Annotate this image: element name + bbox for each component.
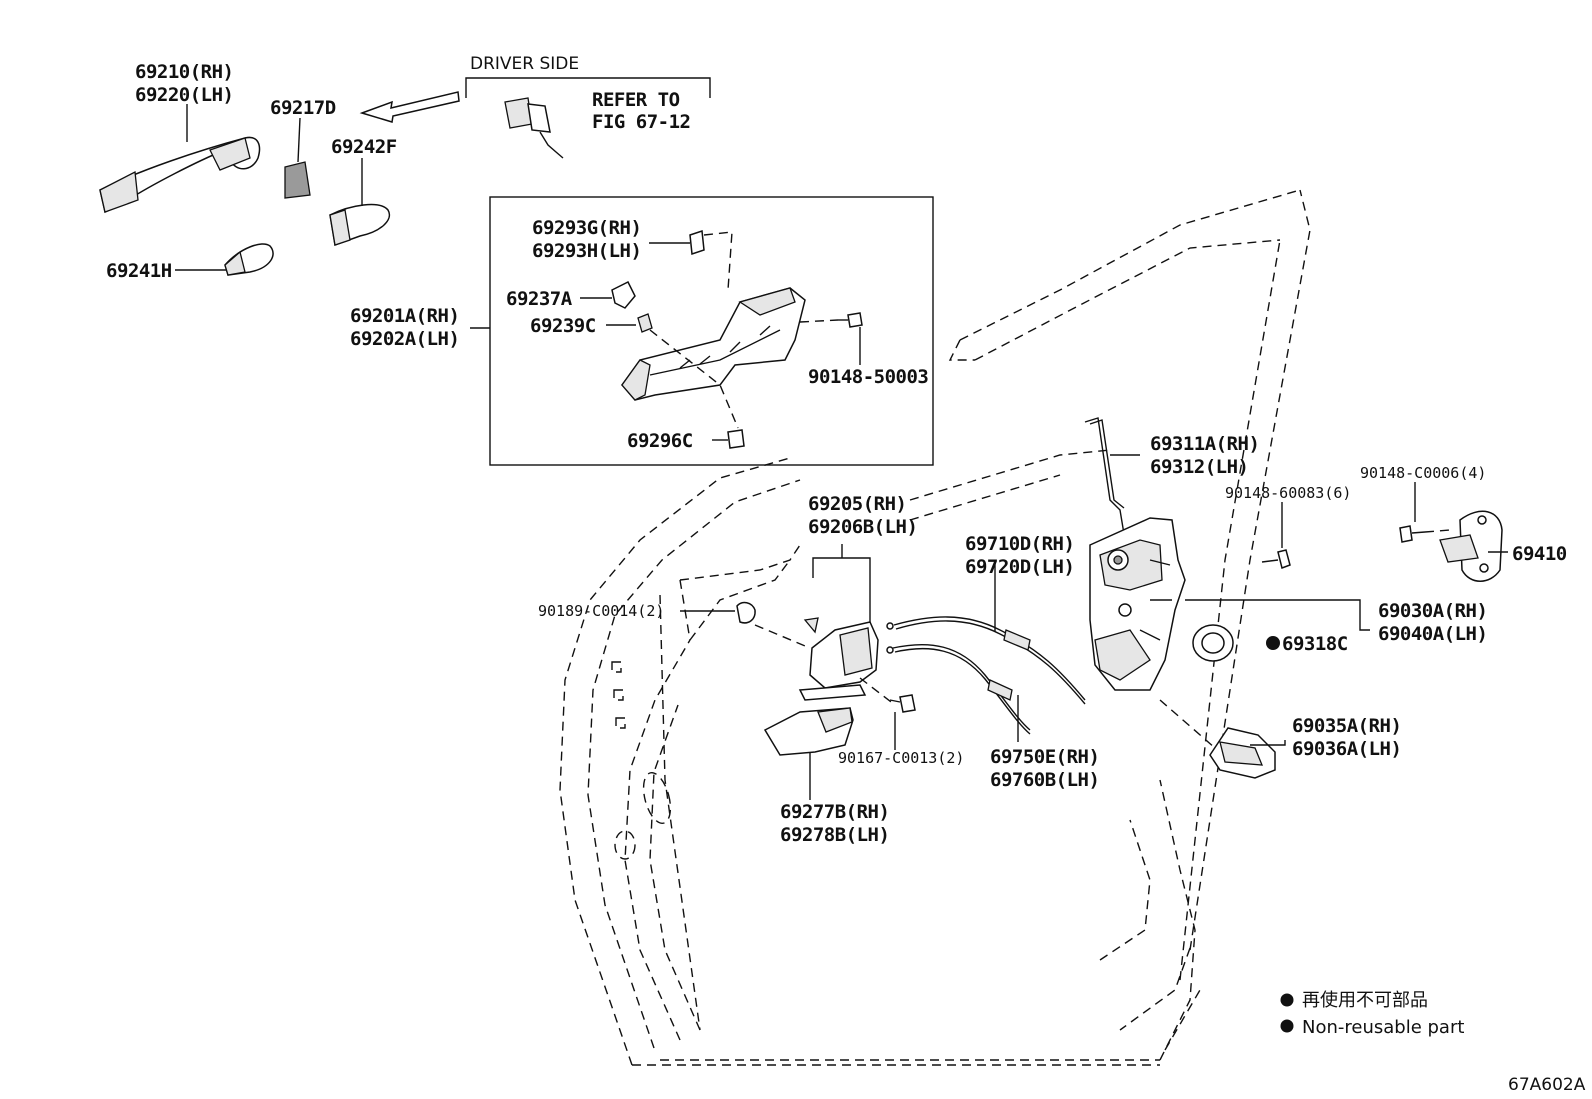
frame-detail-box: [489, 196, 934, 466]
label-90148-60083: 90148-60083(6): [1225, 484, 1351, 502]
label-69750e: 69750E(RH): [990, 746, 1099, 768]
screw-90148-60083: [1261, 549, 1291, 569]
label-69312: 69312(LH): [1150, 456, 1248, 478]
label-69293g: 69293G(RH): [532, 217, 641, 239]
handle-frame: [621, 287, 806, 401]
grommet-90189: [736, 601, 811, 649]
label-69237a: 69237A: [506, 288, 573, 310]
legend-jp: 再使用不可部品: [1302, 990, 1428, 1011]
legend-dot-2: [1280, 1019, 1294, 1033]
legend-dot-1: [1280, 993, 1294, 1007]
label-69030a: 69030A(RH): [1378, 600, 1487, 622]
label-69220: 69220(LH): [135, 84, 233, 106]
label-69242f: 69242F: [331, 136, 397, 158]
label-69205: 69205(RH): [808, 493, 906, 515]
label-69036a: 69036A(LH): [1292, 738, 1401, 760]
nut-69239c: [637, 313, 739, 429]
label-69760b: 69760B(LH): [990, 769, 1099, 791]
label-69206b: 69206B(LH): [808, 516, 917, 538]
label-69202a: 69202A(LH): [350, 328, 459, 350]
cable-69750e: [886, 643, 1031, 735]
lock-rod-69311a: [1084, 417, 1126, 541]
label-69278b: 69278B(LH): [780, 824, 889, 846]
screw-90148-c0006: [1399, 525, 1451, 543]
cover-69035a: [1159, 699, 1276, 779]
legend: 再使用不可部品 Non-reusable part: [1280, 990, 1464, 1038]
screw-90167: [889, 694, 916, 713]
label-driver-side: DRIVER SIDE: [470, 54, 579, 74]
bolt-90148-50003: [799, 312, 863, 328]
pad-69242f: [329, 203, 391, 247]
label-fig-ref: FIG 67-12: [592, 111, 690, 133]
label-69239c: 69239C: [530, 315, 596, 337]
outer-handle: [99, 136, 261, 214]
pad-69241h: [224, 243, 274, 276]
label-69318c: 69318C: [1282, 633, 1348, 655]
label-refer-to: REFER TO: [592, 89, 680, 111]
leader-69030a: [1185, 599, 1370, 631]
non-reusable-dot: [1266, 636, 1280, 650]
label-69201a: 69201A(RH): [350, 305, 459, 327]
handle-cap-69217d: [284, 161, 311, 199]
driver-side-ref: [359, 77, 711, 159]
label-69210: 69210(RH): [135, 61, 233, 83]
label-90148-50003: 90148-50003: [808, 366, 928, 388]
bracket-69205: [812, 557, 871, 632]
clip-69293: [689, 229, 733, 291]
striker-69410: [1439, 510, 1503, 582]
label-69410: 69410: [1512, 543, 1567, 565]
label-69217d: 69217D: [270, 97, 336, 119]
diagram-code: 67A602A: [1508, 1075, 1586, 1095]
label-69311a: 69311A(RH): [1150, 433, 1259, 455]
door-outline: [559, 189, 1311, 1066]
door-lock-assembly: [1089, 517, 1186, 691]
label-69040a: 69040A(LH): [1378, 623, 1487, 645]
label-90148-c0006: 90148-C0006(4): [1360, 464, 1486, 482]
label-69241h: 69241H: [106, 260, 172, 282]
label-69293h: 69293H(LH): [532, 240, 641, 262]
label-69710d: 69710D(RH): [965, 533, 1074, 555]
legend-en: Non-reusable part: [1302, 1017, 1464, 1038]
label-69296c: 69296C: [627, 430, 693, 452]
label-90167: 90167-C0013(2): [838, 749, 964, 767]
bolt-69296c: [712, 429, 745, 449]
cap-69237a: [611, 280, 636, 309]
label-69035a: 69035A(RH): [1292, 715, 1401, 737]
bezel-69277b: [763, 677, 896, 756]
cable-69710d: [886, 616, 1086, 705]
label-90189: 90189-C0014(2): [538, 602, 664, 620]
leader-69035a: [1250, 740, 1286, 746]
inner-handle: [798, 617, 879, 701]
seal-69318c: [1192, 624, 1234, 662]
label-69720d: 69720D(LH): [965, 556, 1074, 578]
label-69277b: 69277B(RH): [780, 801, 889, 823]
